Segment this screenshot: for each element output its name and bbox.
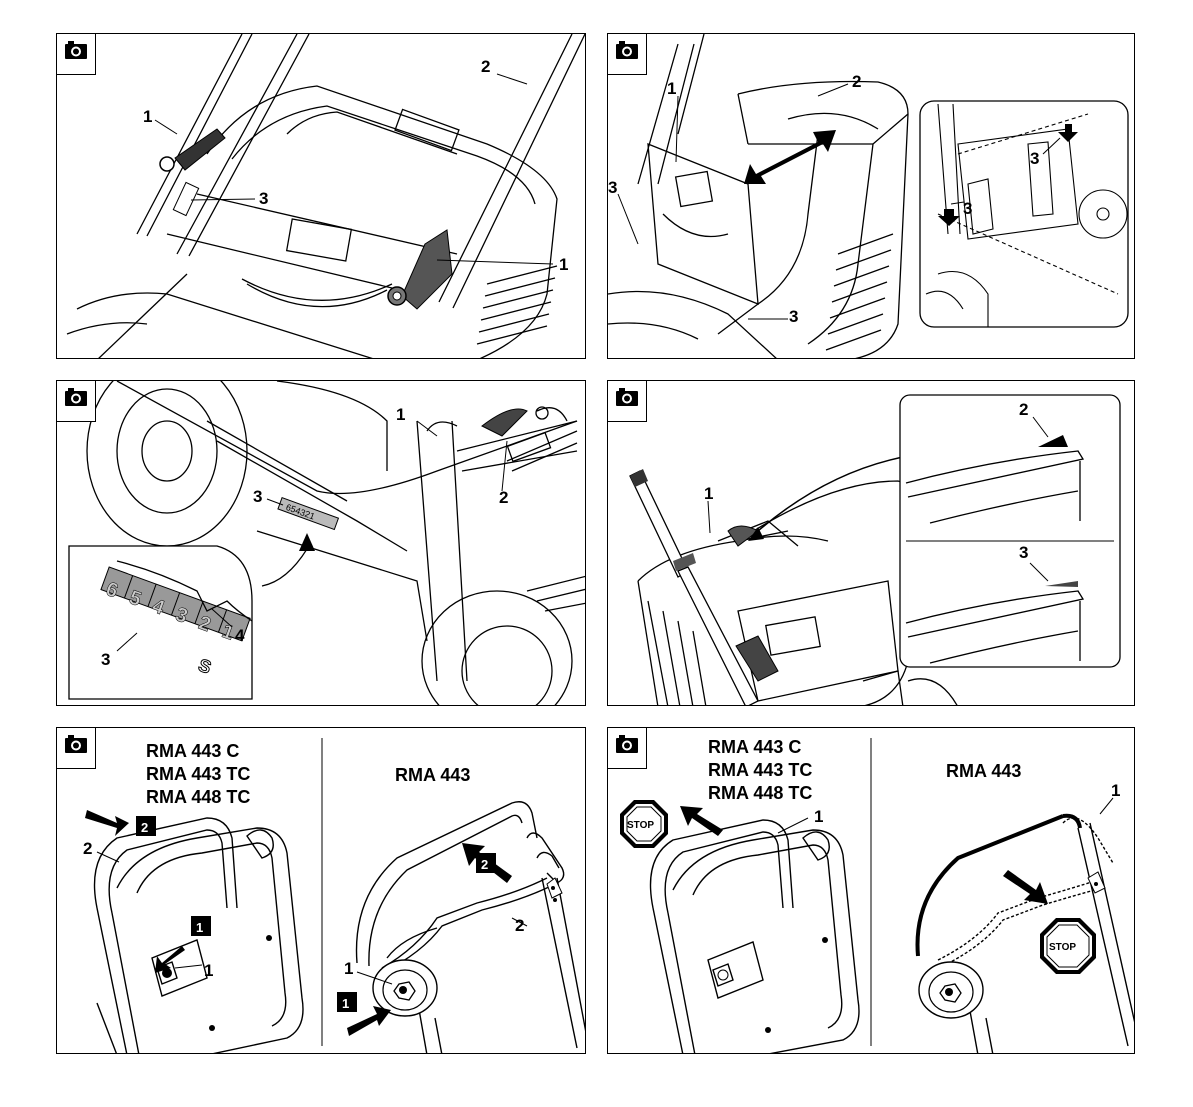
model-name: RMA 443 TC [146, 763, 250, 786]
figure-panel-1: 1 2 3 1 [56, 33, 586, 359]
callout-1: 1 [667, 80, 676, 97]
callout-1-right: 1 [1111, 782, 1120, 799]
callout-4: 4 [235, 627, 244, 644]
step2-badge: 2 [141, 820, 148, 835]
callout-1-right: 1 [344, 960, 353, 977]
fill-indicator-illustration [608, 381, 1135, 706]
step1-badge: 1 [196, 920, 203, 935]
camera-icon [608, 728, 647, 769]
figure-panel-3: 654321 6 5 4 3 2 1 S 1 2 3 3 4 [56, 380, 586, 706]
callout-1: 1 [704, 485, 713, 502]
model-name: RMA 443 C [146, 740, 250, 763]
start-procedure-illustration: 2 1 2 1 [57, 728, 586, 1054]
model-right: RMA 443 [395, 764, 470, 787]
model-right: RMA 443 [946, 760, 1021, 783]
grass-box-illustration [608, 34, 1135, 359]
callout-1: 1 [204, 962, 213, 979]
figure-panel-2: 1 2 3 3 3 3 [607, 33, 1135, 359]
callout-3-inset: 3 [101, 651, 110, 668]
callout-3: 3 [259, 190, 268, 207]
callout-2: 2 [83, 840, 92, 857]
callout-1: 1 [396, 406, 405, 423]
callout-3d: 3 [963, 200, 972, 217]
model-name: RMA 443 TC [708, 759, 812, 782]
height-adjust-illustration: 654321 6 5 4 3 2 1 S [57, 381, 586, 706]
camera-icon [608, 34, 647, 75]
callout-2: 2 [481, 58, 490, 75]
mower-handle-illustration [57, 34, 586, 359]
callout-1: 1 [143, 108, 152, 125]
figure-panel-5: RMA 443 C RMA 443 TC RMA 448 TC RMA 443 … [56, 727, 586, 1054]
camera-icon [608, 381, 647, 422]
camera-icon [57, 728, 96, 769]
callout-3c: 3 [1030, 150, 1039, 167]
callout-2-right: 2 [515, 917, 524, 934]
callout-2: 2 [852, 73, 861, 90]
step1-badge-right: 1 [342, 996, 349, 1011]
model-list-left: RMA 443 C RMA 443 TC RMA 448 TC [708, 736, 812, 805]
model-name: RMA 443 C [708, 736, 812, 759]
figure-panel-6: RMA 443 C RMA 443 TC RMA 448 TC RMA 443 … [607, 727, 1135, 1054]
camera-icon [57, 381, 96, 422]
callout-3b: 3 [789, 308, 798, 325]
callout-3: 3 [1019, 544, 1028, 561]
model-name: RMA 448 TC [146, 786, 250, 809]
callout-3: 3 [253, 488, 262, 505]
model-name: RMA 448 TC [708, 782, 812, 805]
callout-1b: 1 [559, 256, 568, 273]
callout-3: 3 [608, 179, 617, 196]
stop-label-right: STOP [1049, 942, 1076, 953]
step2-badge-right: 2 [481, 857, 488, 872]
callout-2: 2 [1019, 401, 1028, 418]
stop-procedure-illustration: STOP [608, 728, 1135, 1054]
callout-2: 2 [499, 489, 508, 506]
camera-icon [57, 34, 96, 75]
figure-panel-4: 1 2 3 [607, 380, 1135, 706]
model-list-left: RMA 443 C RMA 443 TC RMA 448 TC [146, 740, 250, 809]
callout-1: 1 [814, 808, 823, 825]
stop-label: STOP [627, 820, 654, 831]
